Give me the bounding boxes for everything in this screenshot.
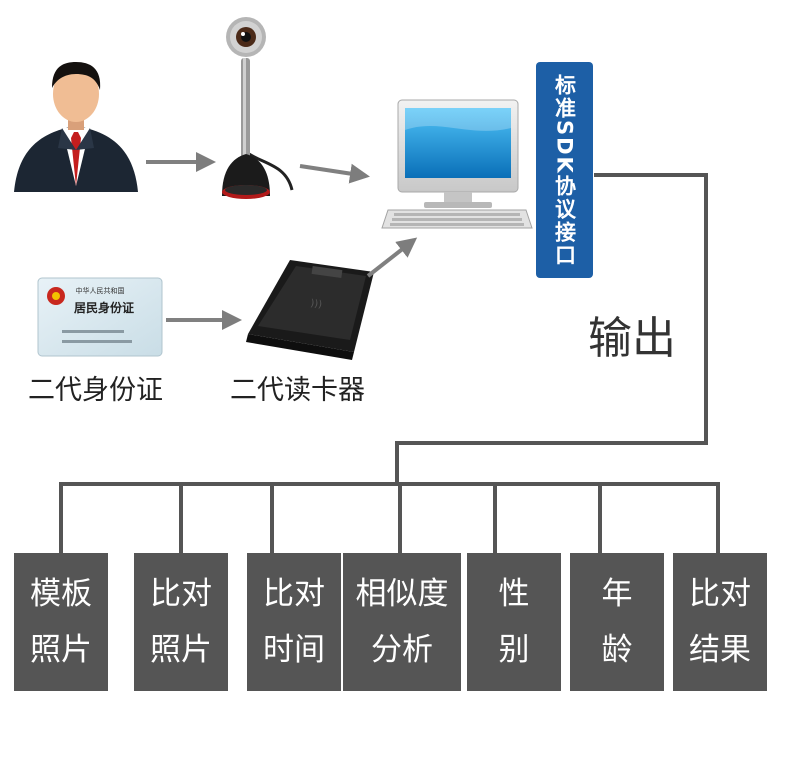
output-box-line1: 比对	[263, 576, 325, 612]
output-box-gender: 性别	[467, 553, 561, 691]
output-connector	[59, 173, 720, 553]
output-box-line2: 照片	[150, 632, 212, 668]
card-reader-label: 二代读卡器	[230, 375, 365, 406]
output-box-line1: 比对	[150, 576, 212, 612]
id-card-subtitle: 居民身份证	[74, 300, 134, 315]
arrow-reader-to-computer	[366, 237, 418, 278]
sdk-interface-label: 标准SDK协议接口	[552, 73, 577, 267]
sdk-interface-box: 标准SDK协议接口	[536, 62, 593, 278]
computer-icon	[381, 99, 533, 229]
svg-text:))): )))	[310, 298, 323, 311]
output-box-line1: 性	[498, 576, 530, 612]
output-box-line2: 结果	[689, 632, 751, 668]
person-icon	[14, 62, 138, 192]
output-box-line1: 年	[601, 576, 633, 612]
output-box-line2: 分析	[371, 632, 433, 668]
webcam-icon	[222, 17, 294, 199]
output-box-line2: 时间	[263, 632, 325, 668]
output-label: 输出	[588, 313, 676, 364]
output-box-compare-time: 比对时间	[247, 553, 341, 691]
card-reader-icon: )))	[246, 260, 374, 360]
id-card-title: 中华人民共和国	[76, 286, 125, 295]
output-box-line2: 照片	[30, 632, 92, 668]
output-box-line1: 相似度	[355, 576, 449, 612]
output-box-line1: 模板	[30, 576, 92, 612]
output-box-similarity-analysis: 相似度分析	[343, 553, 461, 691]
id-card-label: 二代身份证	[28, 375, 163, 406]
output-box-line2: 龄	[601, 632, 633, 668]
output-box-template-photo: 模板照片	[14, 553, 108, 691]
output-box-age: 年龄	[570, 553, 664, 691]
output-box-line2: 别	[498, 632, 530, 668]
output-box-compare-photo: 比对照片	[134, 553, 228, 691]
arrow-webcam-to-computer	[299, 163, 370, 184]
output-box-line1: 比对	[689, 576, 751, 612]
output-box-compare-result: 比对结果	[673, 553, 767, 691]
id-card-icon: 中华人民共和国 居民身份证	[37, 277, 163, 357]
